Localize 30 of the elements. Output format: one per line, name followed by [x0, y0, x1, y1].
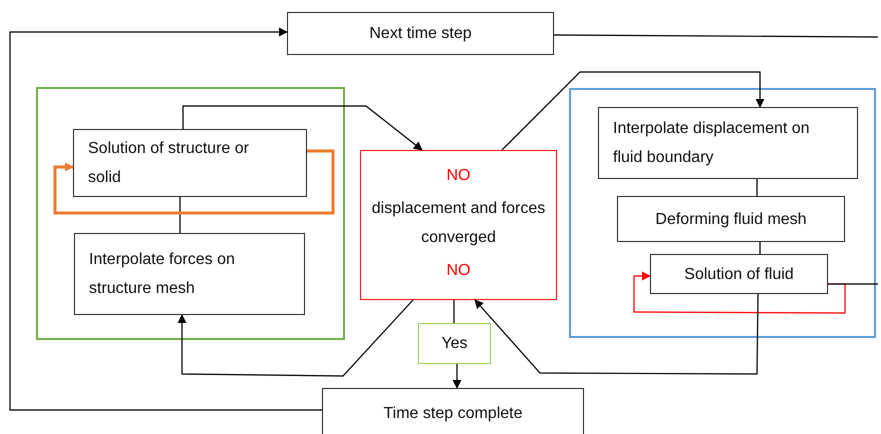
- process-box: [322, 388, 584, 434]
- node-label: Next time step: [369, 24, 472, 44]
- process-box: [418, 323, 491, 364]
- node-label: Interpolate forces on structure mesh: [89, 250, 236, 299]
- node-label: Deforming fluid mesh: [655, 210, 807, 230]
- node-label: Solution of structure or solid: [88, 139, 250, 188]
- connector-arrow: [452, 364, 462, 389]
- group-frame: [569, 88, 876, 338]
- node-label: Yes: [441, 334, 468, 354]
- node-label: Interpolate displacement on fluid boundary: [613, 119, 811, 168]
- process-box: [287, 12, 554, 55]
- no-label: NO: [446, 261, 470, 281]
- node-label: Solution of fluid: [684, 264, 794, 284]
- process-box: [650, 254, 828, 294]
- connector-arrow: [502, 71, 764, 150]
- connector-arrow: [178, 300, 414, 377]
- decision-box: [360, 150, 557, 300]
- connector-arrow: [9, 28, 322, 411]
- process-box: [598, 107, 858, 179]
- process-box: [617, 196, 845, 242]
- process-box: [74, 233, 305, 315]
- connector-arrow: [474, 294, 759, 375]
- no-label: NO: [446, 166, 470, 186]
- connector-arrow: [182, 105, 423, 151]
- node-label: Time step complete: [383, 404, 522, 424]
- connector-arrow: [633, 272, 846, 314]
- connector-arrow: [54, 150, 334, 214]
- node-label: displacement and forces converged: [370, 199, 546, 248]
- process-box: [73, 129, 307, 197]
- group-frame: [36, 87, 345, 340]
